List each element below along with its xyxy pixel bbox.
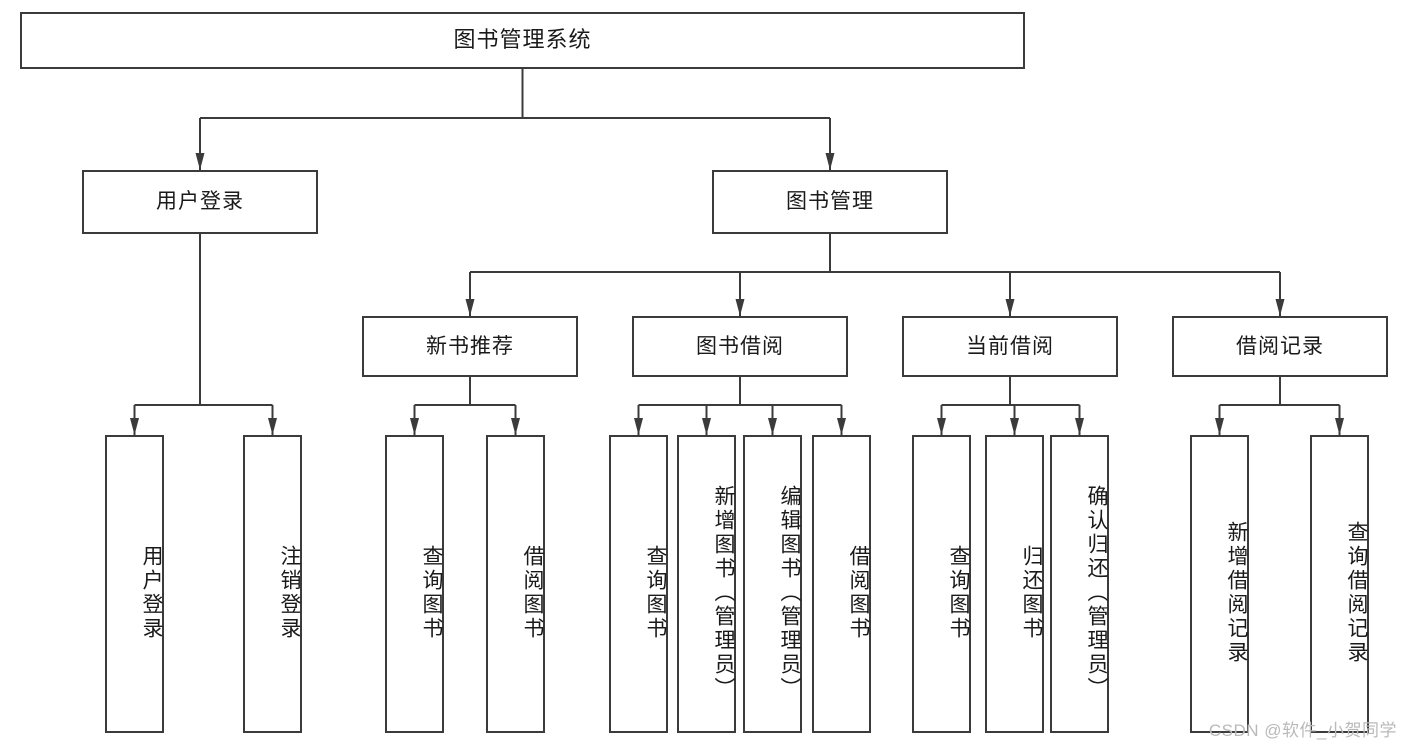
node-label: 用户登录 <box>156 190 244 214</box>
node-label: 查询图书 <box>420 545 443 641</box>
node-leaf-cur-2[interactable]: 归还图书 <box>985 435 1044 733</box>
node-borrow[interactable]: 图书借阅 <box>632 316 848 377</box>
arrowhead-icon <box>1215 418 1224 435</box>
node-label: 图书借阅 <box>696 334 784 358</box>
arrowhead-icon <box>937 418 946 435</box>
arrowhead-icon <box>1005 299 1015 316</box>
node-leaf-rec-2[interactable]: 查询借阅记录 <box>1310 435 1369 733</box>
arrowhead-icon <box>1275 299 1285 316</box>
arrowhead-icon <box>1010 418 1019 435</box>
node-current[interactable]: 当前借阅 <box>902 316 1118 377</box>
node-label: 新增借阅记录 <box>1225 521 1248 665</box>
node-label: 新增图书（管理员） <box>712 485 735 701</box>
arrowhead-icon <box>825 153 835 170</box>
node-label: 图书管理 <box>786 190 874 214</box>
node-leaf-new-1[interactable]: 查询图书 <box>385 435 444 733</box>
node-label: 借阅记录 <box>1236 334 1324 358</box>
node-label: 编辑图书（管理员） <box>778 485 801 701</box>
node-leaf-borrow-3[interactable]: 编辑图书（管理员） <box>743 435 802 733</box>
node-leaf-borrow-4[interactable]: 借阅图书 <box>812 435 871 733</box>
node-label: 借阅图书 <box>521 545 544 641</box>
node-label: 归还图书 <box>1020 545 1043 641</box>
arrowhead-icon <box>735 299 745 316</box>
node-leaf-cur-1[interactable]: 查询图书 <box>912 435 971 733</box>
arrowhead-icon <box>268 418 277 435</box>
node-label: 查询图书 <box>644 545 667 641</box>
node-records[interactable]: 借阅记录 <box>1172 316 1388 377</box>
node-login[interactable]: 用户登录 <box>82 170 318 234</box>
node-leaf-login-2[interactable]: 注销登录 <box>243 435 302 733</box>
arrowhead-icon <box>1075 418 1084 435</box>
arrowhead-icon <box>195 153 205 170</box>
node-label: 用户登录 <box>140 545 163 641</box>
node-label: 查询图书 <box>947 545 970 641</box>
arrowhead-icon <box>837 418 846 435</box>
node-root[interactable]: 图书管理系统 <box>20 12 1025 69</box>
node-leaf-login-1[interactable]: 用户登录 <box>105 435 164 733</box>
node-label: 当前借阅 <box>966 334 1054 358</box>
arrowhead-icon <box>1335 418 1344 435</box>
node-leaf-rec-1[interactable]: 新增借阅记录 <box>1190 435 1249 733</box>
node-leaf-borrow-2[interactable]: 新增图书（管理员） <box>677 435 736 733</box>
arrowhead-icon <box>634 418 643 435</box>
node-label: 注销登录 <box>278 545 301 641</box>
node-label: 确认归还（管理员） <box>1085 485 1108 701</box>
arrowhead-icon <box>511 418 520 435</box>
watermark-label: CSDN @软件_小贺同学 <box>1208 721 1397 740</box>
node-label: 借阅图书 <box>847 545 870 641</box>
arrowhead-icon <box>702 418 711 435</box>
node-leaf-borrow-1[interactable]: 查询图书 <box>609 435 668 733</box>
arrowhead-icon <box>768 418 777 435</box>
node-leaf-new-2[interactable]: 借阅图书 <box>486 435 545 733</box>
arrowhead-icon <box>465 299 475 316</box>
node-label: 新书推荐 <box>426 334 514 358</box>
node-label: 查询借阅记录 <box>1345 521 1368 665</box>
arrowhead-icon <box>410 418 419 435</box>
node-leaf-cur-3[interactable]: 确认归还（管理员） <box>1050 435 1109 733</box>
node-bookmgmt[interactable]: 图书管理 <box>712 170 948 234</box>
node-label: 图书管理系统 <box>453 27 592 53</box>
node-newbook[interactable]: 新书推荐 <box>362 316 578 377</box>
arrowhead-icon <box>130 418 139 435</box>
